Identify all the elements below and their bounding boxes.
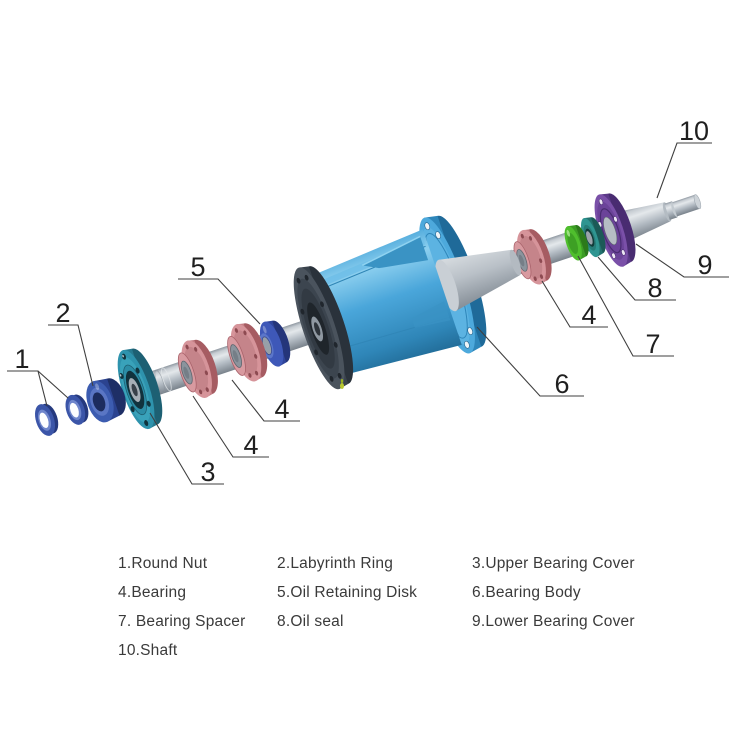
callout-4a: 4 [243, 430, 258, 460]
round-nut-2 [65, 394, 89, 425]
grease-drip [340, 379, 344, 389]
leader-6 [476, 326, 584, 397]
callout-4c: 4 [581, 300, 596, 330]
legend-item: 2.Labyrinth Ring [277, 555, 394, 572]
callout-4b: 4 [274, 394, 289, 424]
callout-1: 1 [14, 344, 29, 374]
leader-2 [48, 324, 94, 387]
callout-10: 10 [679, 116, 709, 146]
legend-item: 4.Bearing [118, 584, 187, 601]
leader-9 [635, 243, 729, 278]
leader-4c [541, 280, 608, 328]
leader-4b [231, 379, 300, 422]
lower-bearing-cover [594, 193, 636, 267]
callout-6: 6 [554, 369, 569, 399]
leader-1b [37, 370, 69, 399]
leader-8 [597, 256, 676, 301]
bearing-body [293, 215, 522, 390]
callout-8: 8 [647, 273, 662, 303]
callout-5: 5 [190, 252, 205, 282]
oil-seal [580, 217, 606, 258]
legend-item: 5.Oil Retaining Disk [277, 584, 418, 601]
leader-1 [7, 370, 48, 407]
callout-9: 9 [697, 250, 712, 280]
leader-4a [192, 395, 269, 458]
legend-item: 1.Round Nut [118, 555, 208, 572]
legend-item: 9.Lower Bearing Cover [472, 613, 635, 630]
legend-item: 10.Shaft [118, 642, 178, 659]
legend-item: 6.Bearing Body [472, 584, 581, 601]
leader-5 [178, 278, 261, 325]
leader-3 [149, 412, 224, 485]
legend-item: 8.Oil seal [277, 613, 344, 630]
parts-legend: 1.Round Nut 2.Labyrinth Ring 3.Upper Bea… [0, 549, 730, 665]
leader-10 [656, 142, 712, 199]
legend-item: 3.Upper Bearing Cover [472, 555, 635, 572]
callout-7: 7 [645, 329, 660, 359]
round-nut-1 [34, 403, 59, 436]
bearing-spacer [564, 224, 589, 261]
legend-item: 7. Bearing Spacer [118, 613, 246, 630]
callout-labels: 1 2 3 4 4 5 6 4 7 8 9 10 [14, 116, 712, 487]
oil-retaining-disk [259, 320, 291, 367]
bearing-front-outer [171, 334, 225, 404]
upper-bearing-cover [117, 348, 163, 430]
callout-leaders [7, 142, 729, 485]
labyrinth-ring [86, 378, 126, 423]
callout-3: 3 [200, 457, 215, 487]
leader-7 [577, 255, 674, 357]
callout-2: 2 [55, 298, 70, 328]
